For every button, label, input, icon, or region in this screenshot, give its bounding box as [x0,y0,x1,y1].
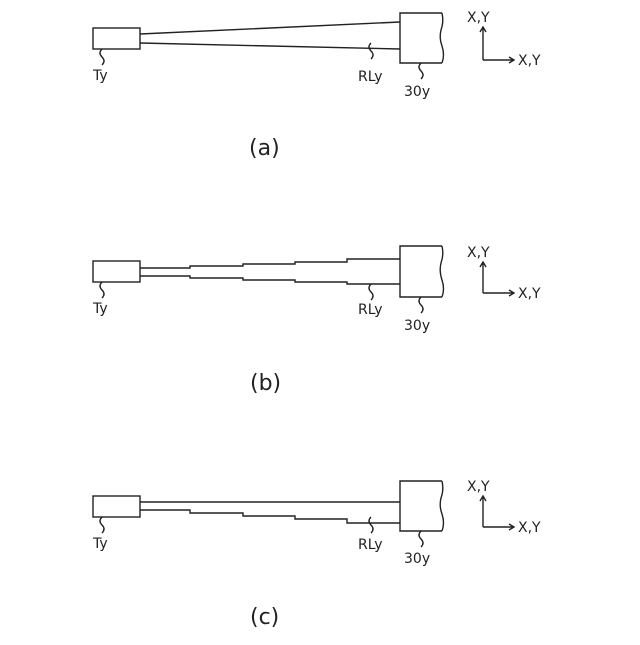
block-30y-break-edge [440,481,443,531]
panel-c: Ty RLy 30y X,Y X,Y (c) [92,479,541,630]
leader-rly [369,517,373,533]
axis-right-label: X,Y [518,520,541,536]
block-label: 30y [404,551,430,567]
leader-30y [419,297,423,313]
axis-up-label: X,Y [467,245,490,261]
terminal-ty [93,261,140,282]
axis-horizontal-arrow [483,290,514,296]
line-label: RLy [358,302,383,318]
line-label: RLy [358,69,383,85]
terminal-ty [93,496,140,517]
axis-vertical-arrow [480,496,486,527]
axis-up-label: X,Y [467,10,490,26]
axis-right-label: X,Y [518,286,541,302]
terminal-label: Ty [92,301,108,317]
leader-30y [419,531,423,547]
wiring-rly-outline [140,22,400,49]
panel-caption: (c) [250,605,279,630]
leader-ty [100,282,104,298]
block-30y [400,13,442,63]
terminal-ty [93,28,140,49]
panel-caption: (b) [250,371,281,396]
block-30y-break-edge [440,13,443,63]
axis-vertical-arrow [480,262,486,293]
axis-up-label: X,Y [467,479,490,495]
axis-indicator: X,Y X,Y [467,245,541,302]
block-30y-break-edge [440,246,443,297]
axis-indicator: X,Y X,Y [467,10,541,69]
panel-caption: (a) [249,136,280,161]
terminal-label: Ty [92,536,108,552]
line-label: RLy [358,537,383,553]
axis-vertical-arrow [480,27,486,60]
block-label: 30y [404,318,430,334]
axis-right-label: X,Y [518,53,541,69]
axis-horizontal-arrow [483,524,514,530]
block-30y [400,481,442,531]
axis-horizontal-arrow [483,57,514,63]
leader-30y [419,63,423,79]
block-30y [400,246,442,297]
wiring-rly-outline [140,259,400,284]
wiring-rly-outline [140,502,400,523]
axis-indicator: X,Y X,Y [467,479,541,536]
leader-rly [369,43,373,59]
panel-b: Ty RLy 30y X,Y X,Y (b) [92,245,541,396]
panel-a: Ty RLy 30y X,Y X,Y (a) [92,10,541,161]
leader-rly [369,284,373,300]
leader-ty [100,517,104,533]
terminal-label: Ty [92,68,108,84]
block-label: 30y [404,84,430,100]
leader-ty [100,49,104,65]
